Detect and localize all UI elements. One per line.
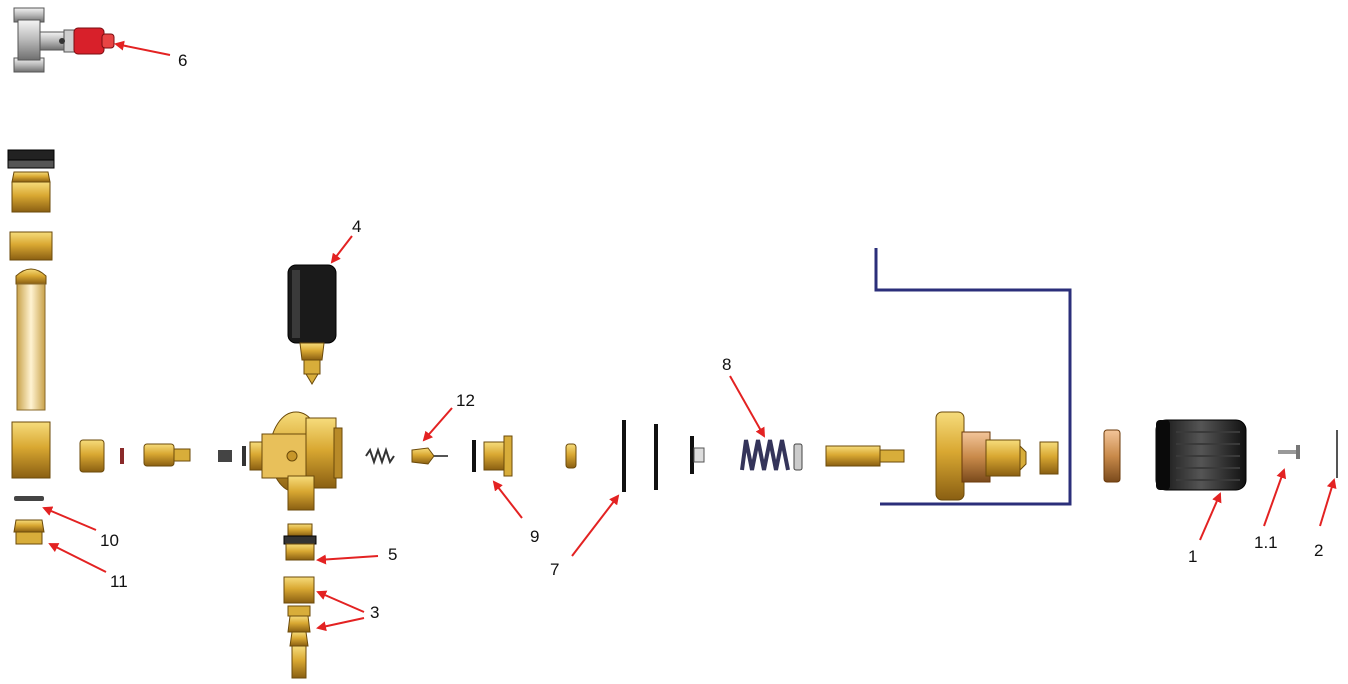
arrow-2 (1319, 478, 1337, 527)
part-regulator-body (249, 411, 343, 511)
callout-12: 12 (456, 391, 475, 410)
part-small-nut (565, 443, 577, 469)
arrow-4 (330, 235, 353, 264)
callout-1-1: 1.1 (1254, 533, 1278, 552)
part-1-1-screw (1278, 445, 1300, 459)
part-bonnet-nut (1039, 441, 1059, 475)
arrow-6 (114, 40, 171, 56)
part-small-spring-left (218, 450, 232, 462)
part-11-filter (13, 519, 45, 545)
arrow-1-1 (1263, 468, 1287, 527)
part-5-outlet-fitting (283, 523, 317, 561)
callout-1: 1 (1188, 547, 1197, 566)
part-hex-nut-left (9, 231, 53, 261)
arrow-9 (492, 480, 523, 519)
callout-5: 5 (388, 545, 397, 564)
part-inlet-body-left (11, 421, 51, 479)
part-inlet-nut-top (7, 149, 55, 213)
arrow-11 (48, 543, 107, 573)
callout-9: 9 (530, 527, 539, 546)
callout-3: 3 (370, 603, 379, 622)
arrow-1 (1199, 492, 1222, 541)
part-diaphragm-plate (690, 436, 705, 474)
arrow-8 (729, 375, 765, 438)
part-12-valve-needle (411, 447, 448, 465)
part-3-hose-barb (287, 605, 311, 679)
callout-labels: 6 4 12 8 9 7 10 11 5 3 1 1.1 2 (100, 51, 1323, 622)
part-lock-nut (1103, 429, 1121, 483)
arrow-10 (42, 506, 97, 531)
part-8-main-spring (740, 439, 803, 471)
arrow-7 (571, 494, 620, 557)
callout-10: 10 (100, 531, 119, 550)
part-1-adjusting-knob (1155, 419, 1247, 491)
callout-4: 4 (352, 217, 361, 236)
arrow-5 (316, 554, 379, 565)
part-oring-2 (242, 446, 246, 466)
callout-6: 6 (178, 51, 187, 70)
part-4-pressure-gauge (287, 264, 337, 385)
arrow-3a (316, 590, 365, 613)
callout-arrows (42, 40, 1337, 632)
part-inlet-tube (15, 268, 47, 411)
part-9-valve-seat (472, 435, 513, 477)
part-adjusting-screw (825, 445, 905, 467)
arrow-3b (316, 617, 365, 632)
callout-11: 11 (110, 572, 128, 591)
part-2-cover-pin (1336, 430, 1338, 478)
part-oring-small (120, 448, 124, 464)
part-10-washer (14, 496, 44, 501)
part-7-diaphragm-b (654, 424, 658, 490)
part-connector-pin (143, 443, 191, 467)
arrow-12 (422, 407, 453, 442)
part-small-spring (365, 446, 395, 466)
part-3-hex-nut (283, 576, 315, 604)
part-shutoff-valve (13, 7, 115, 73)
part-hex-nut-2 (79, 439, 105, 473)
callout-8: 8 (722, 355, 731, 374)
part-7-diaphragm-a (622, 420, 626, 492)
part-mounting-bracket (874, 248, 1072, 506)
part-bonnet (935, 411, 1027, 501)
callout-2: 2 (1314, 541, 1323, 560)
callout-7: 7 (550, 560, 559, 579)
